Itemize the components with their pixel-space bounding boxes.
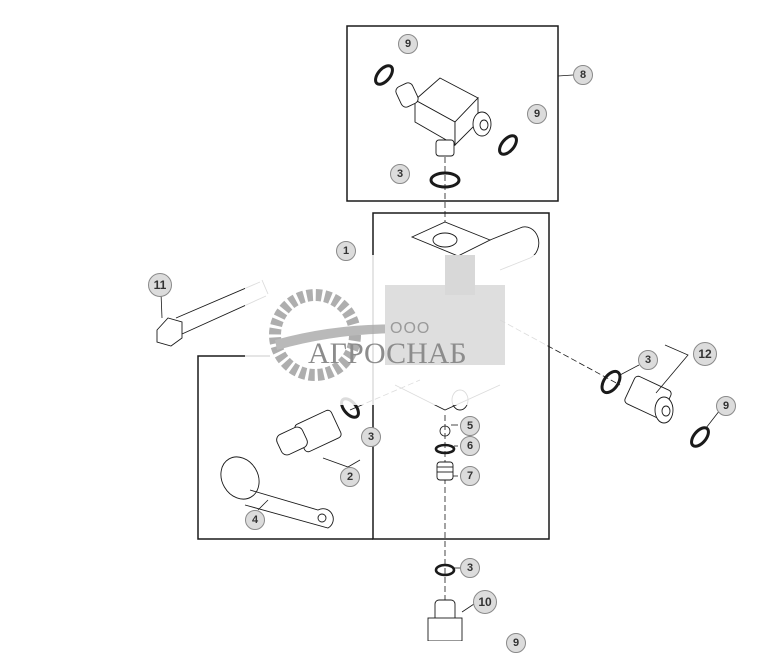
callout-7: 7 — [460, 466, 480, 486]
callout-9: 9 — [716, 396, 736, 416]
callout-4: 4 — [245, 510, 265, 530]
o-ring-3d — [434, 563, 456, 577]
callout-6: 6 — [460, 436, 480, 456]
valve-insert-7 — [436, 461, 454, 481]
callout-12: 12 — [693, 342, 717, 366]
callout-3: 3 — [390, 164, 410, 184]
o-ring-6 — [434, 443, 456, 455]
callout-10: 10 — [473, 590, 497, 614]
fitting-12 — [624, 375, 674, 424]
assembly-box-8 — [346, 25, 559, 202]
o-ring-9b — [498, 134, 518, 156]
watermark-name: АГРОСНАБ — [308, 337, 467, 370]
o-ring-9c — [690, 426, 710, 448]
callout-5: 5 — [460, 416, 480, 436]
o-ring-3b — [600, 369, 622, 395]
callout-3: 3 — [460, 558, 480, 578]
callout-3: 3 — [638, 350, 658, 370]
tee-fitting-8 — [395, 77, 492, 157]
callout-9: 9 — [527, 104, 547, 124]
watermark-logo — [245, 255, 545, 405]
o-ring-9a — [374, 64, 394, 86]
fitting-10 — [427, 599, 463, 641]
assembly-box-lower — [197, 355, 373, 540]
coupler-2 — [276, 409, 342, 456]
watermark-prefix: ООО — [390, 320, 431, 337]
callout-1: 1 — [336, 241, 356, 261]
callout-9: 9 — [506, 633, 526, 653]
callout-3: 3 — [361, 427, 381, 447]
dust-cap-4 — [220, 456, 334, 529]
callout-2: 2 — [340, 467, 360, 487]
callout-11: 11 — [148, 273, 172, 297]
callout-9: 9 — [398, 34, 418, 54]
ball-5 — [439, 425, 451, 437]
callout-8: 8 — [573, 65, 593, 85]
